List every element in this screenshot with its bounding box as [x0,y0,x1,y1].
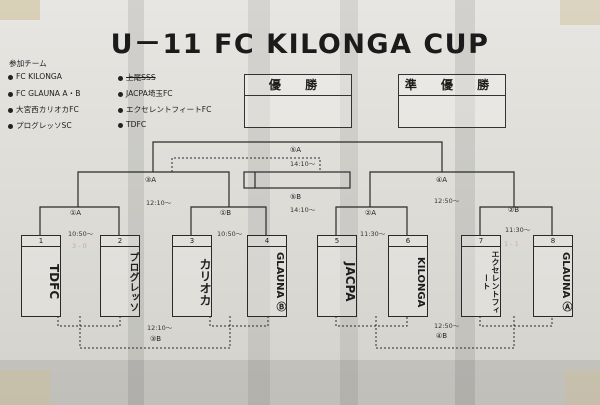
runnerup-box: 準 優 勝 [398,74,506,128]
match-time: 14:10〜 [290,206,316,214]
bullet-icon [118,122,123,128]
match-label: ①B [220,209,232,217]
bullet-icon [118,107,123,113]
match-time: 12:10〜 [146,199,172,207]
match-time: 11:30〜 [505,226,531,234]
team-box: 6 KILONGA [388,235,428,317]
dashed-line [79,316,231,349]
match-label: ①A [70,209,82,217]
bullet-icon [118,75,123,81]
dashed-line [375,316,515,349]
match-line [335,206,408,235]
bullet-icon [118,91,123,97]
bullet-icon [8,107,13,113]
team-box: 8 GLAUNA Ⓐ [533,235,573,317]
participant-item: プログレッソSC [8,120,72,131]
match-time: 11:30〜 [360,230,386,238]
match-label: ⑤B [290,193,302,201]
match-label: ③B [150,335,162,343]
participant-list: 参加チーム FC KILONGA FC GLAUNA A・B 大宮西カリオカFC… [8,58,238,148]
match-label: ⑤A [290,146,302,154]
match-line [479,206,553,235]
dashed-line [335,316,408,327]
dashed-line [171,157,321,172]
bullet-icon [8,123,13,129]
final-match-box [243,171,351,189]
team-box: 1 TDFC [21,235,61,317]
match-label: ④A [436,176,448,184]
match-score: 1 - 1 [504,240,519,248]
team-box: 2 プログレッソ [100,235,140,317]
participant-item: FC GLAUNA A・B [8,88,80,99]
participant-item: FC KILONGA [8,72,62,81]
team-box: 5 JACPA [317,235,357,317]
bullet-icon [8,91,13,97]
match-label: ③A [145,176,157,184]
dashed-line [57,316,121,327]
match-time: 14:10〜 [290,160,316,168]
dashed-line [479,316,553,327]
participant-item: 上尾SSS [118,72,156,83]
match-time: 10:50〜 [217,230,243,238]
runnerup-label: 準 優 勝 [399,75,505,96]
match-label: ②B [508,206,520,214]
participant-item: TDFC [118,120,146,129]
team-box: 4 GLAUNA Ⓑ [247,235,287,317]
participant-heading: 参加チーム [9,59,47,68]
tournament-title: U－11 FC KILONGA CUP [110,29,490,60]
match-score: 3 - 0 [72,242,87,250]
bullet-icon [8,74,13,80]
match-time: 10:50〜 [68,230,94,238]
match-time: 12:50〜 [434,197,460,205]
match-line [152,141,443,172]
participant-item: JACPA埼玉FC [118,88,173,99]
match-time: 12:50〜 [434,322,460,330]
match-line [39,206,120,235]
participant-item: エクセレントフィートFC [118,104,211,115]
champion-box: 優 勝 [244,74,352,128]
dashed-line [209,316,269,327]
participant-item: 大宮西カリオカFC [8,104,79,115]
match-time: 12:10〜 [147,324,173,332]
team-box: 3 カリオカ [172,235,212,317]
match-label: ②A [365,209,377,217]
match-label: ④B [436,332,448,340]
champion-label: 優 勝 [245,75,351,96]
team-box: 7 エクセレントフィート [461,235,501,317]
